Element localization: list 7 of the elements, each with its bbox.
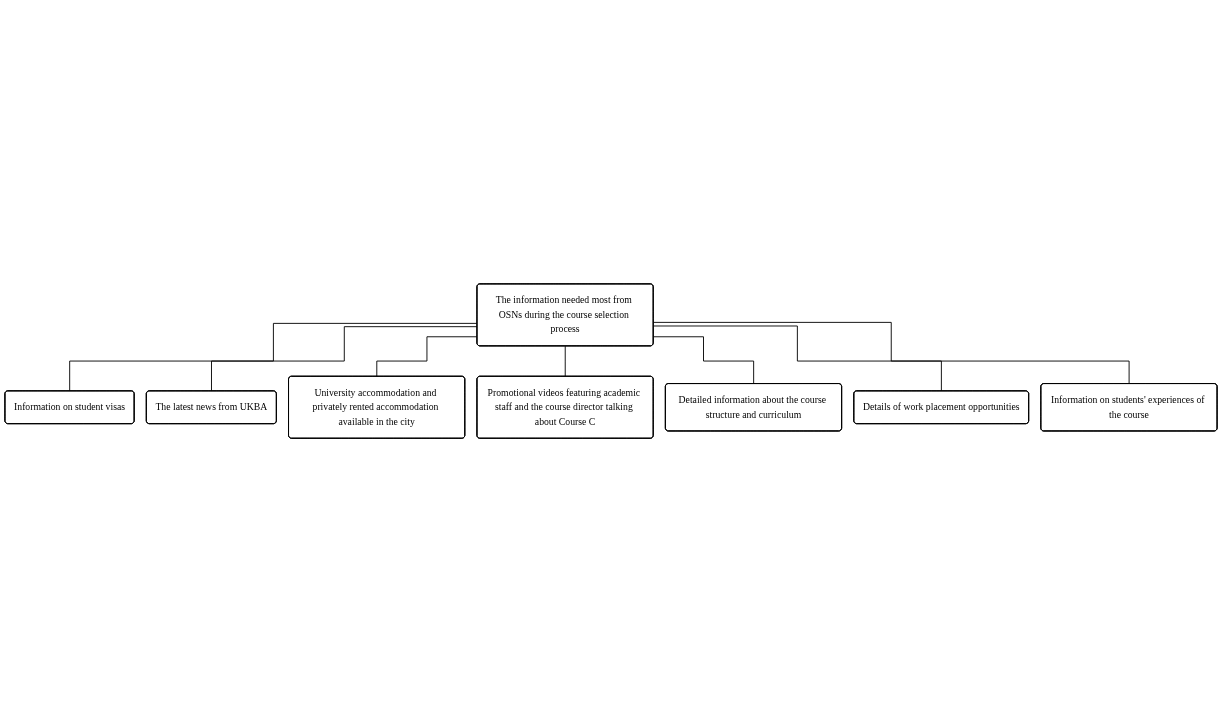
connector <box>653 336 755 385</box>
connector <box>653 325 942 392</box>
connector <box>376 336 478 377</box>
connector <box>653 321 1130 385</box>
connector <box>564 345 566 377</box>
connector <box>69 322 478 392</box>
connector <box>211 326 478 392</box>
